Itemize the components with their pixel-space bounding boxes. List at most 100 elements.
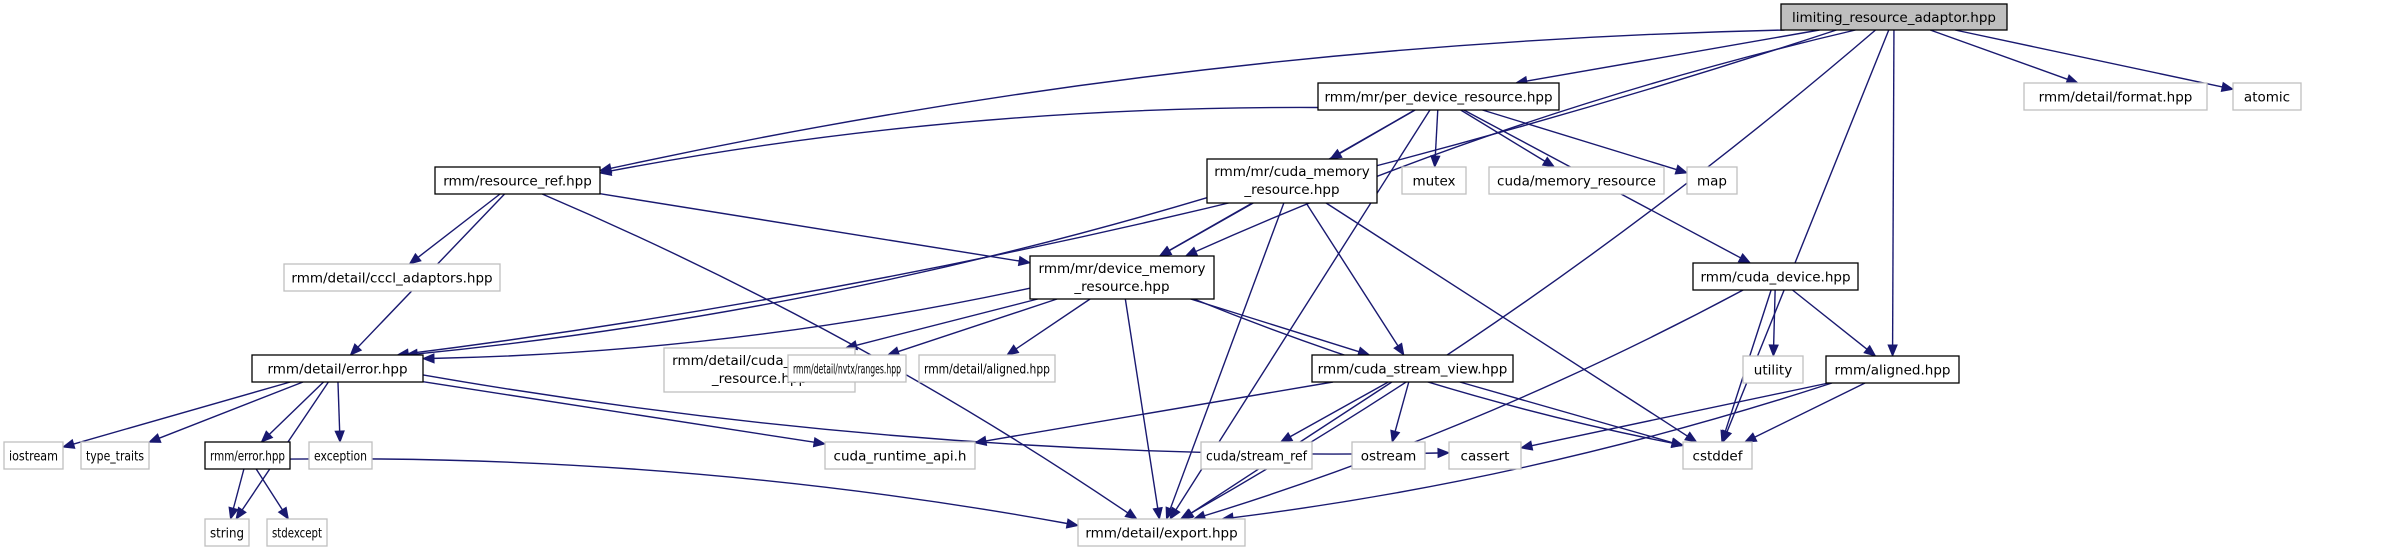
arrowhead-icon bbox=[1720, 429, 1731, 444]
arrowhead-icon bbox=[1065, 518, 1080, 529]
node-box bbox=[80, 441, 150, 470]
node-label: _resource.hpp bbox=[1073, 279, 1169, 295]
edge-cuda_device-to-utility bbox=[1768, 289, 1779, 358]
node-string: string bbox=[204, 518, 250, 547]
edge-line bbox=[599, 193, 1020, 262]
node-nvtx: rmm/detail/nvtx/ranges.hpp bbox=[787, 354, 907, 383]
edge-cuda_device-to-export bbox=[1192, 289, 1744, 521]
edge-line bbox=[1169, 202, 1254, 252]
node-atomic: atomic bbox=[2232, 82, 2302, 111]
edge-device_memory_resource-to-stream_view bbox=[1190, 298, 1371, 357]
edge-cuda_device-to-aligned bbox=[1792, 289, 1877, 357]
edge-error_detail-to-type_traits bbox=[147, 381, 304, 443]
node-label: utility bbox=[1754, 363, 1792, 379]
edge-device_memory_resource-to-detail_cuda_mem bbox=[844, 298, 1038, 351]
nodes-layer: limiting_resource_adaptor.hpp rmm/mr/per_… bbox=[3, 3, 2302, 547]
node-box bbox=[434, 166, 601, 195]
node-label: rmm/mr/device_memory bbox=[1039, 261, 1206, 277]
node-per_device[interactable]: rmm/mr/per_device_resource.hpp bbox=[1317, 82, 1560, 111]
arrowhead-icon bbox=[235, 506, 247, 521]
edge-line bbox=[1459, 381, 1673, 444]
edge-line bbox=[1434, 109, 1439, 157]
node-error_detail[interactable]: rmm/detail/error.hpp bbox=[251, 354, 424, 383]
node-aligned[interactable]: rmm/aligned.hpp bbox=[1825, 355, 1960, 384]
edge-line bbox=[1169, 202, 1285, 509]
edge-line bbox=[1954, 29, 2223, 88]
edge-per_device-to-resource_ref bbox=[598, 106, 1319, 176]
edge-line bbox=[158, 381, 304, 439]
edge-line bbox=[1772, 289, 1776, 346]
arrowhead-icon bbox=[2220, 81, 2235, 92]
edge-stream_view-to-ostream bbox=[1390, 381, 1410, 444]
arrowhead-icon bbox=[147, 433, 162, 443]
edge-device_memory_resource-to-export bbox=[1124, 298, 1163, 521]
edge-line bbox=[1190, 298, 1360, 353]
arrowhead-icon bbox=[1670, 437, 1685, 448]
arrowhead-icon bbox=[1005, 344, 1020, 356]
arrowhead-icon bbox=[1768, 344, 1779, 358]
arrowhead-icon bbox=[1393, 342, 1405, 357]
edge-line bbox=[73, 381, 291, 445]
node-device_memory_resource[interactable]: rmm/mr/device_memory _resource.hpp bbox=[1029, 255, 1215, 300]
edge-line bbox=[1193, 298, 1673, 444]
node-box bbox=[283, 263, 501, 292]
node-stream_view[interactable]: rmm/cuda_stream_view.hpp bbox=[1311, 354, 1514, 383]
node-cuda_runtime: cuda_runtime_api.h bbox=[824, 441, 976, 470]
edge-line bbox=[417, 193, 501, 258]
node-label: cstddef bbox=[1693, 449, 1744, 465]
arrowhead-icon bbox=[1152, 506, 1163, 521]
edge-line bbox=[268, 381, 325, 435]
node-root[interactable]: limiting_resource_adaptor.hpp bbox=[1780, 3, 2008, 31]
node-box bbox=[918, 354, 1056, 383]
edge-line bbox=[856, 298, 1038, 346]
node-stream_ref: cuda/stream_ref bbox=[1200, 441, 1313, 470]
arrowhead-icon bbox=[1437, 447, 1451, 459]
node-box bbox=[3, 441, 64, 470]
node-label: limiting_resource_adaptor.hpp bbox=[1792, 10, 1996, 26]
edge-cuda_memory_resource-to-cstddef bbox=[1325, 202, 1698, 443]
edge-line bbox=[1195, 29, 1856, 253]
edge-line bbox=[1460, 109, 1546, 162]
arrowhead-icon bbox=[1017, 255, 1032, 267]
edge-line bbox=[1754, 382, 1866, 438]
edge-line bbox=[1124, 298, 1159, 509]
arrowhead-icon bbox=[1158, 245, 1173, 257]
edge-line bbox=[1526, 29, 1820, 82]
node-box bbox=[1448, 441, 1522, 470]
arrowhead-icon bbox=[260, 430, 274, 443]
node-label: rmm/detail/export.hpp bbox=[1085, 526, 1237, 542]
edge-line bbox=[985, 381, 1334, 442]
node-cuda_mem_res: cuda/memory_resource bbox=[1488, 166, 1665, 195]
arrowhead-icon bbox=[1430, 155, 1441, 169]
node-label: type_traits bbox=[86, 449, 144, 465]
edge-line bbox=[541, 193, 1129, 514]
edge-error-to-export bbox=[289, 458, 1080, 529]
node-box bbox=[1077, 518, 1246, 547]
edge-error_detail-to-exception bbox=[334, 381, 345, 444]
arrowhead-icon bbox=[61, 438, 76, 449]
arrowhead-icon bbox=[1541, 156, 1556, 168]
node-error[interactable]: rmm/error.hpp bbox=[204, 441, 291, 470]
node-label: rmm/mr/per_device_resource.hpp bbox=[1324, 90, 1552, 106]
edge-device_memory_resource-to-error_detail bbox=[421, 287, 1031, 364]
node-resource_ref[interactable]: rmm/resource_ref.hpp bbox=[434, 166, 601, 195]
arrowhead-icon bbox=[1684, 431, 1698, 443]
node-cuda_memory_resource[interactable]: rmm/mr/cuda_memory_resource.hpp bbox=[1206, 158, 1378, 204]
node-stdexcept: stdexcept bbox=[266, 518, 328, 547]
node-cuda_device[interactable]: rmm/cuda_device.hpp bbox=[1692, 262, 1859, 291]
edge-device_memory_resource-to-nvtx bbox=[886, 298, 1058, 357]
node-box bbox=[1742, 355, 1804, 384]
arrowhead-icon bbox=[1737, 252, 1752, 264]
edge-root-to-atomic bbox=[1954, 29, 2235, 92]
edge-line bbox=[1929, 29, 2068, 80]
edge-line bbox=[1204, 289, 1744, 517]
arrowhead-icon bbox=[277, 506, 290, 521]
node-box bbox=[1692, 262, 1859, 291]
edge-root-to-format bbox=[1929, 29, 2080, 85]
edge-aligned-to-cassert bbox=[1519, 382, 1829, 451]
edge-line bbox=[417, 197, 1208, 355]
node-label: map bbox=[1697, 174, 1727, 190]
node-box bbox=[1780, 3, 2008, 31]
arrowhead-icon bbox=[334, 430, 345, 444]
node-label: cuda/stream_ref bbox=[1206, 449, 1308, 465]
